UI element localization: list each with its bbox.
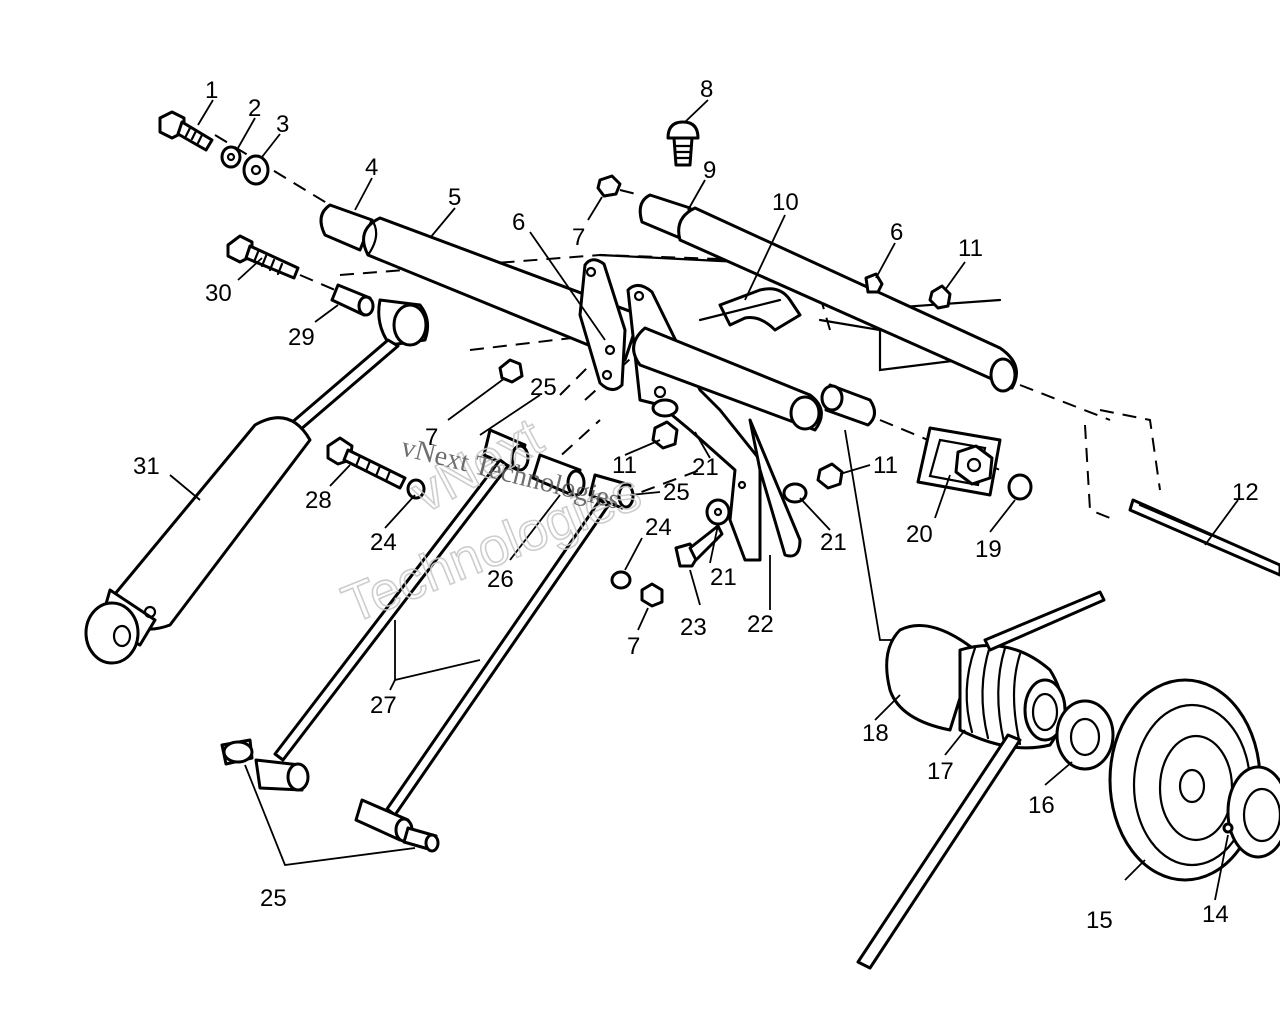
bushing-part-25-lower-left	[220, 738, 310, 792]
callout-20: 20	[906, 521, 933, 548]
callout-6-right: 6	[890, 219, 903, 246]
callout-labels: 1 2 3 4 5 6 6 7 7 7 8 9 10 11 11 11 12 1…	[133, 76, 1259, 934]
washer-part-3	[242, 154, 270, 186]
callout-27: 27	[370, 692, 397, 719]
callout-30: 30	[205, 280, 232, 307]
callout-29: 29	[288, 324, 315, 351]
callout-11-lower: 11	[873, 452, 898, 479]
spacer-part-29	[330, 283, 375, 317]
nut-part-19	[954, 444, 994, 486]
lock-washer-part-2	[220, 145, 242, 169]
spring-clip-part-10	[698, 287, 802, 332]
nut-part-11-lower	[816, 462, 844, 490]
callout-11-mid: 11	[612, 452, 637, 479]
callout-2: 2	[248, 95, 261, 122]
nut-part-7-mid	[498, 358, 524, 384]
callout-9: 9	[703, 157, 716, 184]
callout-23: 23	[680, 614, 707, 641]
bolt-part-1	[158, 110, 214, 152]
callout-24-left: 24	[370, 529, 397, 556]
washer-part-24	[406, 478, 426, 500]
callout-21-upper: 21	[692, 454, 719, 481]
nut-part-7-top	[596, 174, 622, 198]
torsion-spring-part-17	[856, 590, 1106, 970]
callout-17: 17	[927, 758, 954, 785]
bushing-part-25-lower-right	[354, 798, 440, 853]
callout-7-top: 7	[572, 224, 585, 251]
nut-part-7-low	[640, 582, 664, 608]
washer-part-16	[1055, 699, 1115, 771]
bushing-part-25-mid	[588, 473, 635, 510]
hub-part-14	[1222, 765, 1280, 859]
callout-21-right: 21	[820, 529, 847, 556]
callout-22: 22	[747, 611, 774, 638]
callout-26: 26	[487, 566, 514, 593]
spring-tube-part-18	[885, 624, 977, 732]
callout-16: 16	[1028, 792, 1055, 819]
washer-part-24-low	[610, 570, 632, 590]
callout-31: 31	[133, 453, 160, 480]
bolt-part-30	[226, 234, 300, 280]
nut-part-11-mid	[651, 420, 679, 450]
washer-part-21-a	[782, 482, 808, 504]
callout-8: 8	[700, 76, 713, 103]
callout-10: 10	[772, 189, 799, 216]
callout-18: 18	[862, 720, 889, 747]
washer-part-11-mid	[651, 398, 679, 418]
callout-1: 1	[205, 77, 218, 104]
pivot-tube	[632, 326, 876, 432]
callout-25-top: 25	[530, 374, 557, 401]
callout-3: 3	[276, 111, 289, 138]
bushing-part-26	[531, 453, 586, 497]
shock-absorber-part-31	[84, 298, 430, 665]
bolt-part-28	[326, 436, 407, 490]
callout-25-bottom: 25	[260, 885, 287, 912]
callout-4: 4	[365, 154, 378, 181]
wheel-part-15	[1108, 678, 1262, 882]
leader-lines	[169, 99, 1239, 901]
callout-15: 15	[1086, 907, 1113, 934]
nut-part-11-right	[928, 284, 952, 310]
callout-12: 12	[1232, 479, 1259, 506]
plate-part-6	[578, 258, 627, 391]
alignment-lines	[214, 134, 1111, 641]
front-shaft-part-5	[319, 203, 642, 362]
threaded-rod-part-12	[1128, 498, 1280, 577]
callout-25-mid: 25	[663, 479, 690, 506]
callout-14: 14	[1202, 901, 1229, 928]
washer-part-21-b	[705, 498, 731, 526]
callout-7-mid: 7	[425, 424, 438, 451]
callout-5: 5	[448, 184, 461, 211]
callout-28: 28	[305, 487, 332, 514]
callout-11-right: 11	[958, 235, 983, 262]
watermark: vNext Technologies vNext Technologies	[333, 406, 649, 636]
callout-7-low: 7	[627, 633, 640, 660]
washer-part-19	[1007, 473, 1033, 501]
bushing-part-25-top	[482, 428, 530, 472]
callout-6-left: 6	[512, 209, 525, 236]
carriage-bolt-part-8	[666, 120, 700, 167]
rear-shaft-part-9	[638, 193, 1018, 393]
callout-24-right: 24	[645, 514, 672, 541]
callout-19: 19	[975, 536, 1002, 563]
bolt-part-23	[674, 524, 724, 568]
nut-part-6-right	[864, 272, 884, 294]
callout-21-lower: 21	[710, 564, 737, 591]
